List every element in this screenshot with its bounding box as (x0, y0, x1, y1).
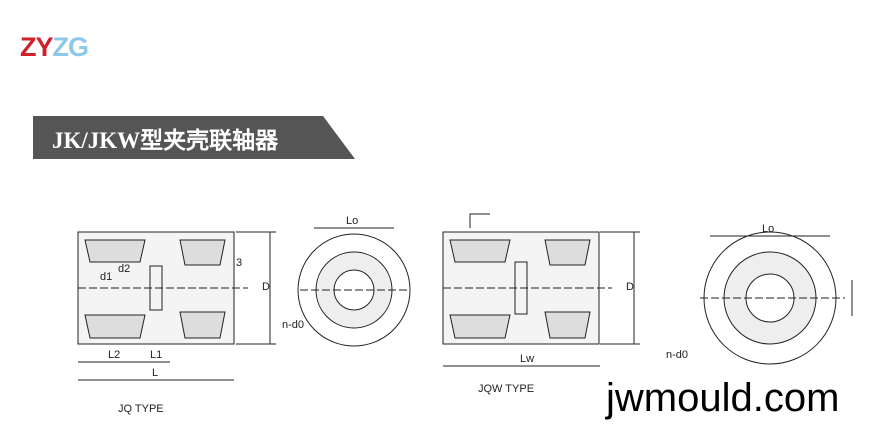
type-label-jq: JQ TYPE (118, 403, 164, 415)
logo: ZYZG (20, 32, 89, 62)
title-banner (33, 116, 355, 159)
label-nd0-w: n-d0 (666, 349, 688, 361)
label-l1: L1 (150, 349, 162, 361)
label-lo-w: Lo (762, 223, 774, 235)
label-d2: d2 (118, 263, 130, 275)
label-3: 3 (236, 257, 242, 269)
jqw-end-view (700, 231, 853, 365)
watermark: jwmould.com (606, 376, 840, 420)
jq-end-view (297, 227, 411, 347)
label-lw: Lw (520, 353, 534, 365)
jq-side-view (77, 231, 276, 381)
type-label-jqw: JQW TYPE (478, 383, 534, 395)
label-l: L (152, 367, 158, 379)
label-l2: L2 (108, 349, 120, 361)
label-lo: Lo (346, 215, 358, 227)
label-d1: d1 (100, 271, 112, 283)
label-d: D (262, 281, 270, 293)
jqw-side-view (442, 213, 640, 367)
page-title: JK/JKW型夹壳联轴器 (52, 128, 279, 153)
label-nd0: n-d0 (282, 319, 304, 331)
label-d-w: D (626, 281, 634, 293)
